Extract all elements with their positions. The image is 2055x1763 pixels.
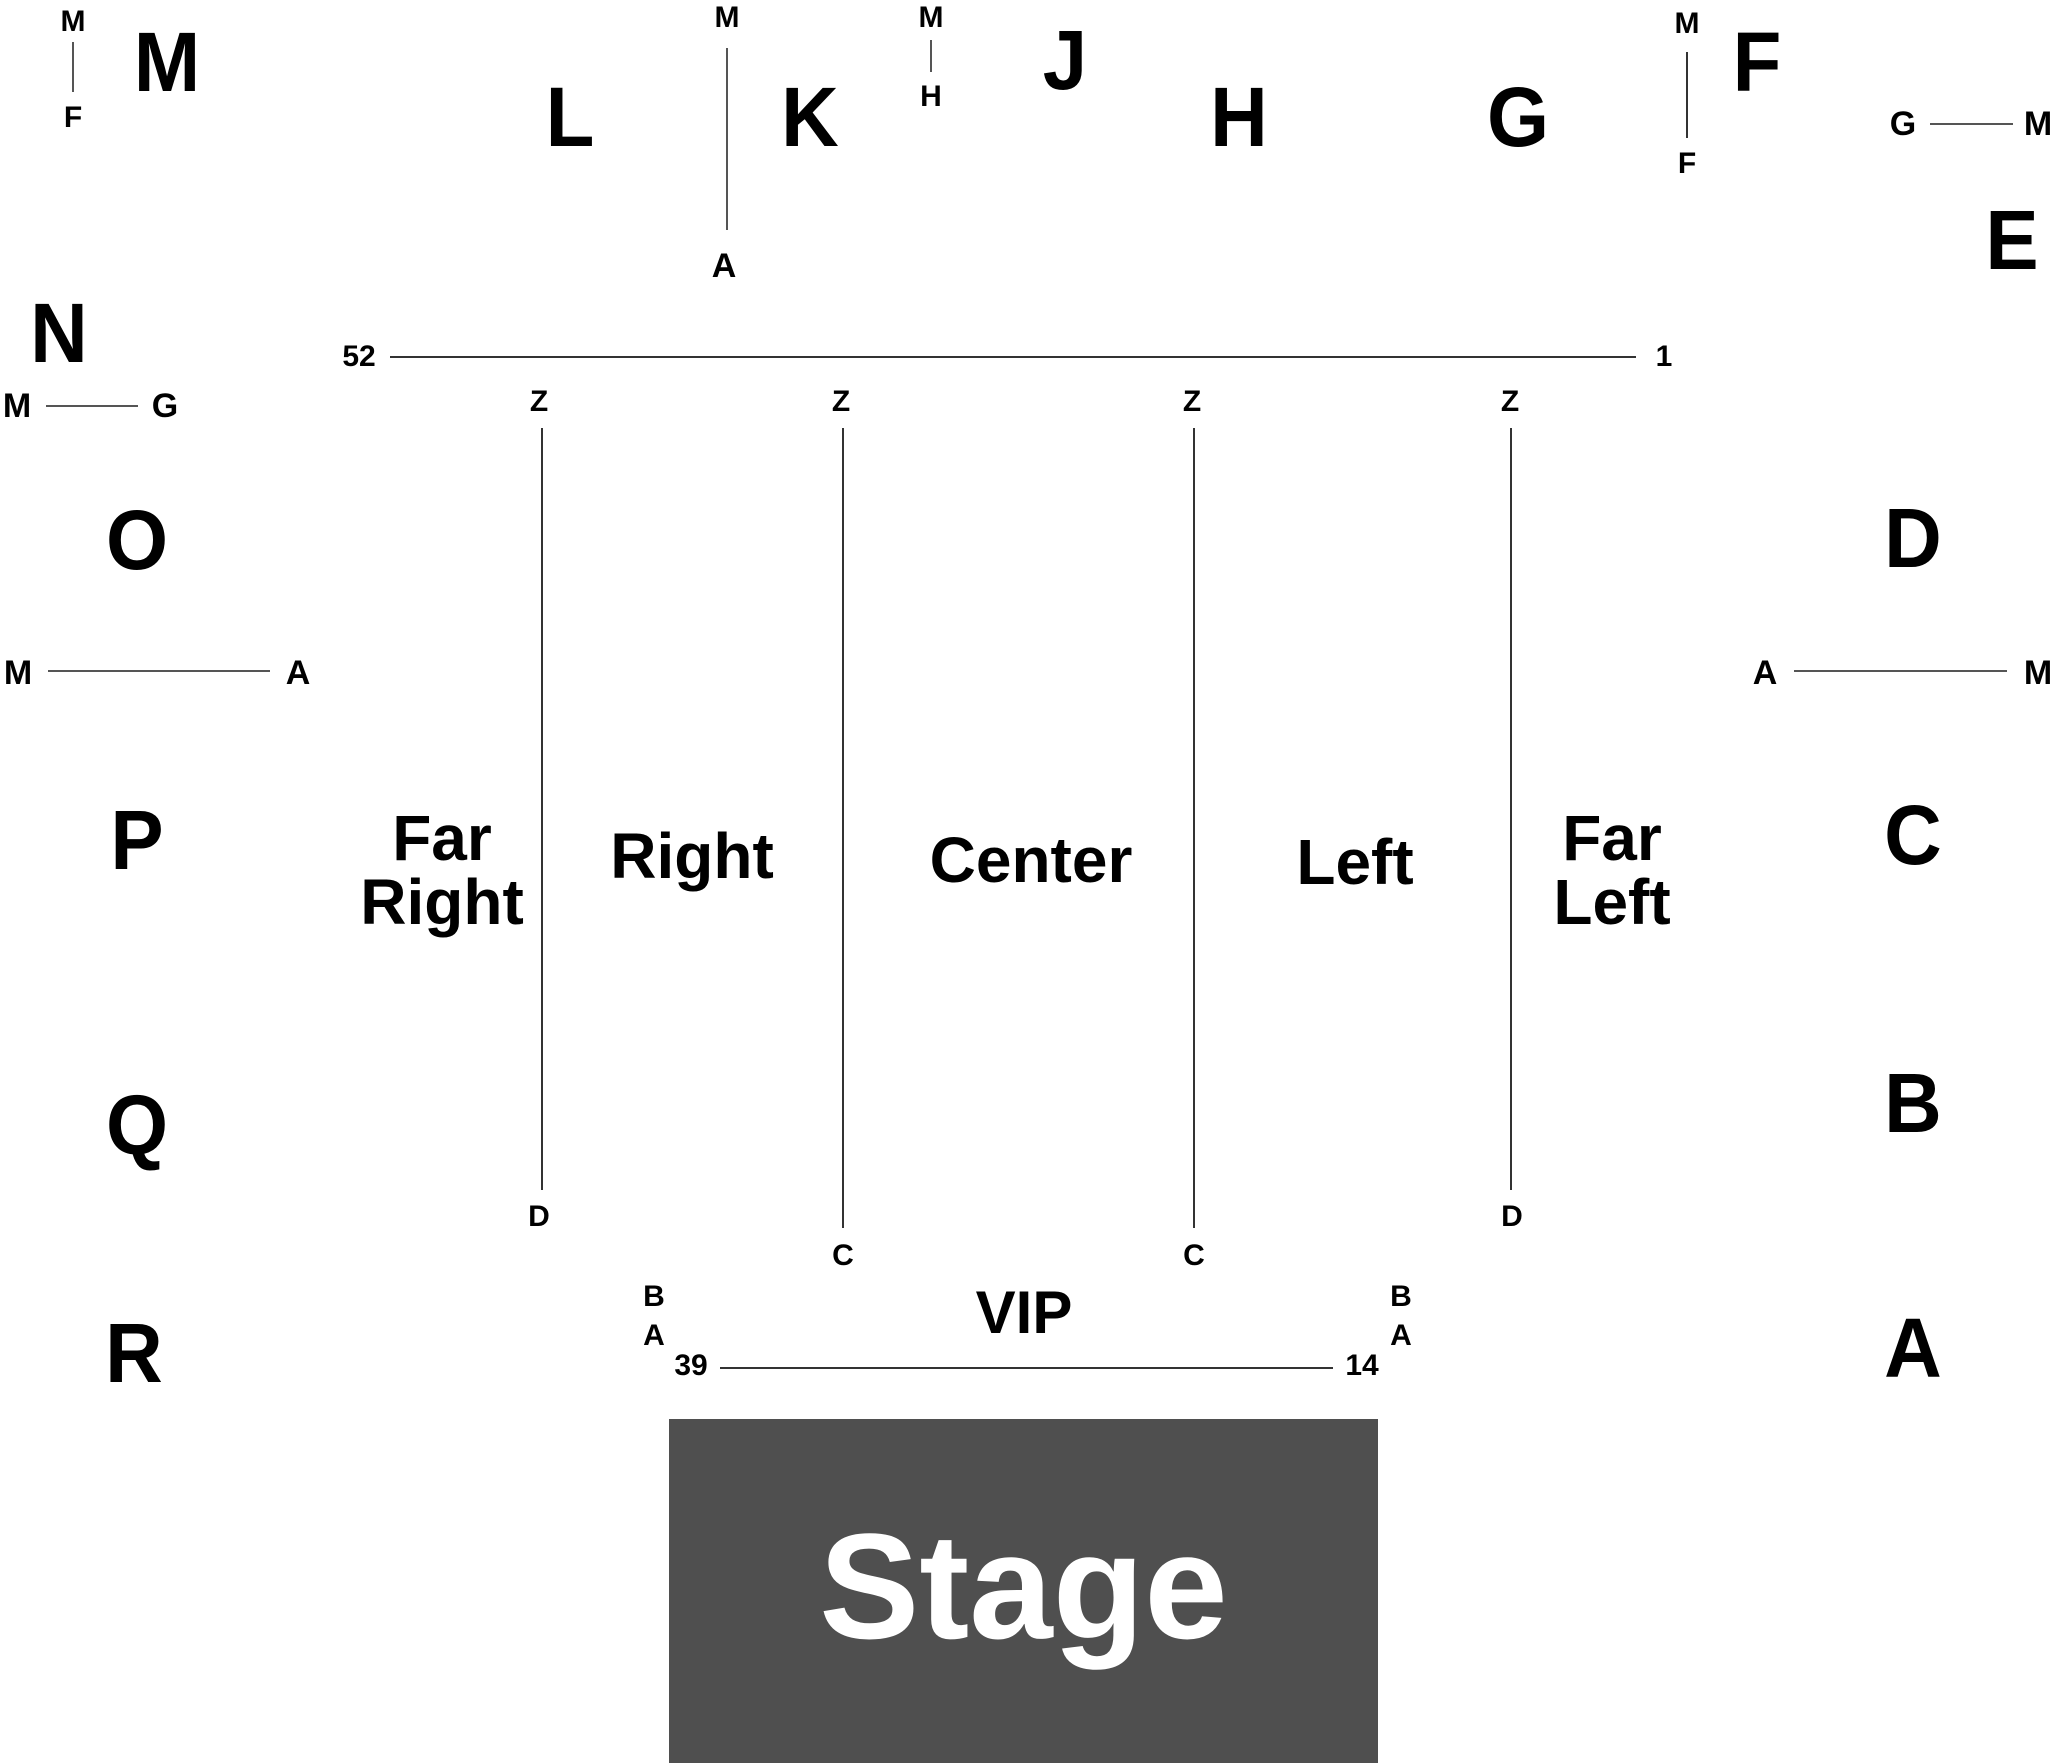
row-label-d: D	[528, 1200, 550, 1233]
row-range-line	[1686, 52, 1688, 138]
section-e[interactable]: E	[1985, 193, 2039, 287]
section-m[interactable]: M	[133, 15, 201, 109]
row-label-m: M	[714, 1, 740, 34]
section-vip[interactable]: VIP	[975, 1279, 1073, 1346]
section-far-left[interactable]: Far Left	[1553, 806, 1670, 934]
aisle-line	[1193, 428, 1195, 1228]
row-label-g: G	[1889, 105, 1917, 143]
section-right[interactable]: Right	[610, 824, 774, 888]
seat-number-39: 39	[674, 1349, 708, 1382]
row-label-m: M	[3, 654, 33, 692]
row-label-c: C	[832, 1239, 854, 1272]
section-q[interactable]: Q	[105, 1078, 169, 1172]
stage-label: Stage	[819, 1502, 1228, 1670]
aisle-line	[842, 428, 844, 1228]
row-label-m: M	[2, 387, 32, 425]
section-g[interactable]: G	[1486, 70, 1550, 164]
row-label-f: F	[63, 101, 83, 134]
section-label-line1: Far	[1562, 802, 1662, 874]
seat-number-1: 1	[1655, 340, 1673, 373]
section-label-line2: Right	[360, 866, 524, 938]
row-label-m: M	[2023, 105, 2053, 143]
row-label-m: M	[1674, 7, 1700, 40]
row-range-line	[48, 670, 270, 672]
seat-number-14: 14	[1345, 1349, 1379, 1382]
section-label: Center	[929, 824, 1133, 896]
row-label-z: Z	[1182, 385, 1202, 418]
vip-row-line	[720, 1367, 1333, 1369]
aisle-line	[1510, 428, 1512, 1190]
section-l[interactable]: L	[545, 70, 595, 164]
section-f[interactable]: F	[1732, 15, 1782, 109]
row-label-b: B	[1390, 1280, 1412, 1313]
section-h[interactable]: H	[1210, 70, 1268, 164]
row-label-a: A	[711, 247, 737, 285]
row-label-h: H	[920, 80, 942, 113]
seat-number-52: 52	[342, 340, 376, 373]
row-label-d: D	[1501, 1200, 1523, 1233]
section-n[interactable]: N	[30, 286, 88, 380]
section-r[interactable]: R	[105, 1306, 163, 1400]
section-p[interactable]: P	[110, 793, 164, 887]
row-label-a: A	[1752, 654, 1778, 692]
section-label-line2: Left	[1553, 866, 1671, 938]
row-label-m: M	[2023, 654, 2053, 692]
section-o[interactable]: O	[105, 493, 169, 587]
row-range-line	[72, 42, 74, 92]
row-range-line	[930, 40, 932, 72]
section-center[interactable]: Center	[930, 828, 1133, 892]
section-c[interactable]: C	[1884, 788, 1942, 882]
row-range-line	[46, 405, 138, 407]
row-label-c: C	[1183, 1239, 1205, 1272]
row-label-b: B	[643, 1280, 665, 1313]
row-label-a: A	[285, 654, 311, 692]
section-a[interactable]: A	[1884, 1301, 1942, 1395]
section-far-right[interactable]: Far Right	[360, 806, 524, 934]
row-label-g: G	[151, 387, 179, 425]
section-left[interactable]: Left	[1296, 830, 1413, 894]
row-label-a: A	[643, 1319, 665, 1352]
section-label: Left	[1296, 826, 1414, 898]
row-range-line	[1930, 123, 2013, 125]
section-d[interactable]: D	[1884, 491, 1942, 585]
section-b[interactable]: B	[1884, 1056, 1942, 1150]
aisle-line	[541, 428, 543, 1190]
row-range-line	[1794, 670, 2007, 672]
front-row-line	[390, 356, 1636, 358]
row-label-z: Z	[529, 385, 549, 418]
row-label-a: A	[1390, 1319, 1412, 1352]
section-j[interactable]: J	[1042, 13, 1088, 107]
row-range-line	[726, 48, 728, 230]
row-label-m: M	[60, 5, 86, 38]
section-k[interactable]: K	[781, 70, 839, 164]
row-label-f: F	[1677, 147, 1697, 180]
row-label-m: M	[918, 1, 944, 34]
section-label: Right	[610, 820, 774, 892]
row-label-z: Z	[831, 385, 851, 418]
row-label-z: Z	[1500, 385, 1520, 418]
stage: Stage	[669, 1419, 1378, 1763]
section-label-line1: Far	[392, 802, 492, 874]
